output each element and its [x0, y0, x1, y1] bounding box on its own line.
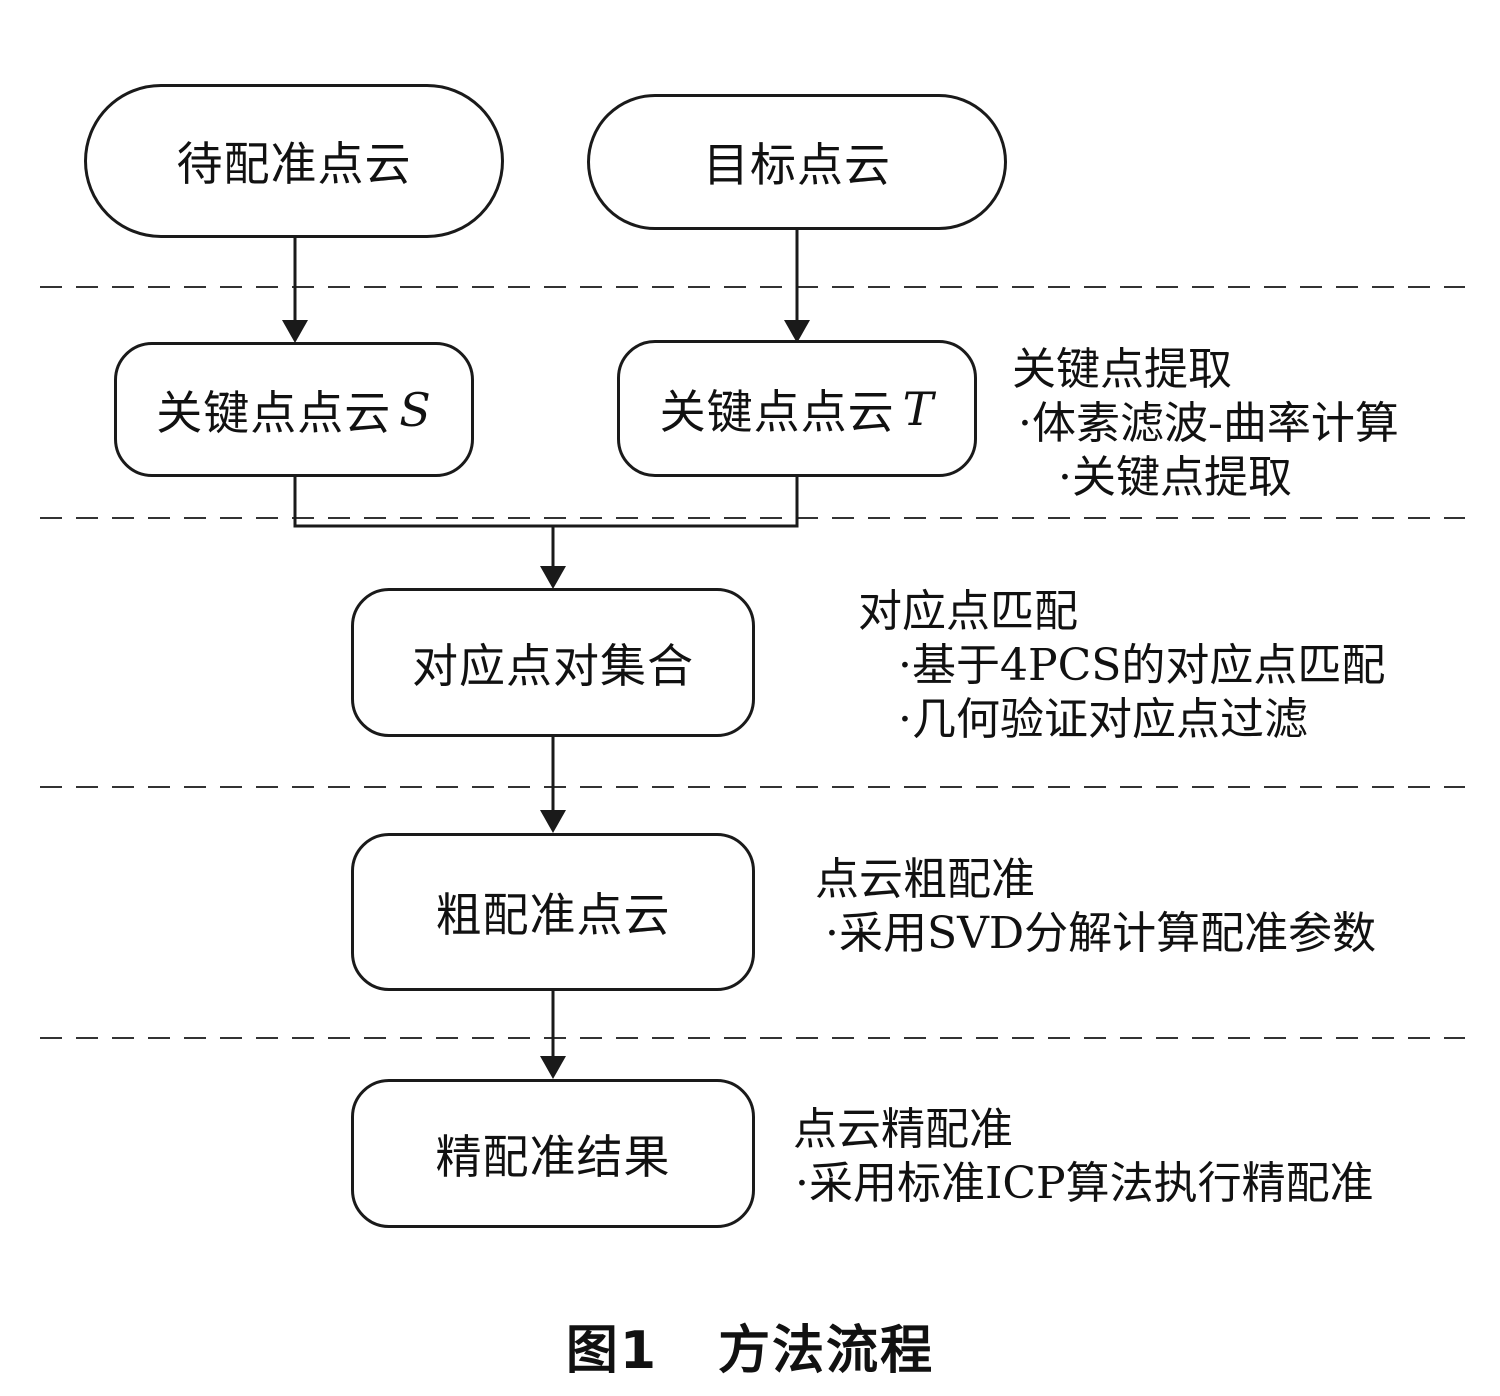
keypoints-s-node: 关键点点云 S	[114, 342, 474, 477]
arrowhead-coarse	[540, 810, 566, 833]
figure-title: 方法流程	[718, 1321, 935, 1381]
merge-connector	[293, 476, 799, 528]
arrowhead-correspondence	[540, 566, 566, 589]
correspondence-matching-note: 对应点匹配 ·基于4PCS的对应点匹配 ·几何验证对应点过滤	[858, 590, 1385, 742]
coarse-registration-note: 点云粗配准 ·采用SVD分解计算配准参数	[815, 858, 1376, 956]
arrowhead-keypoints-t	[784, 320, 810, 343]
coarse-registration-step-1: ·采用SVD分解计算配准参数	[825, 908, 1377, 959]
keypoints-t-variable: T	[902, 381, 935, 436]
fine-result-label: 精配准结果	[435, 1129, 671, 1184]
figure-number: 图1	[565, 1321, 659, 1381]
keypoint-extraction-title: 关键点提取	[1012, 344, 1232, 395]
keypoints-t-node: 关键点点云 T	[617, 340, 977, 477]
source-cloud-label: 待配准点云	[176, 137, 412, 191]
source-cloud-node: 待配准点云	[84, 84, 504, 238]
coarse-cloud-node: 粗配准点云	[351, 833, 755, 991]
correspondence-set-label: 对应点对集合	[412, 638, 694, 693]
arrowhead-fine	[540, 1056, 566, 1079]
fine-result-node: 精配准结果	[351, 1079, 755, 1228]
coarse-cloud-label: 粗配准点云	[435, 888, 671, 942]
keypoint-extraction-note: 关键点提取 ·体素滤波-曲率计算 ·关键点提取	[1012, 348, 1399, 500]
fine-registration-step-1: ·采用标准ICP算法执行精配准	[795, 1158, 1374, 1209]
keypoint-extraction-step-2: ·关键点提取	[1058, 452, 1292, 503]
correspondence-matching-step-1: ·基于4PCS的对应点匹配	[898, 640, 1386, 691]
target-cloud-node: 目标点云	[587, 94, 1007, 230]
keypoints-s-label: 关键点点云	[156, 385, 392, 440]
keypoints-t-label: 关键点点云	[659, 384, 895, 439]
fine-registration-note: 点云精配准 ·采用标准ICP算法执行精配准	[793, 1108, 1374, 1206]
fine-registration-title: 点云精配准	[793, 1104, 1013, 1155]
keypoint-extraction-step-1: ·体素滤波-曲率计算	[1018, 398, 1399, 449]
correspondence-matching-step-2: ·几何验证对应点过滤	[898, 694, 1308, 745]
correspondence-matching-title: 对应点匹配	[858, 586, 1078, 637]
coarse-registration-title: 点云粗配准	[815, 854, 1035, 905]
figure-caption: 图1 方法流程	[0, 1308, 1500, 1383]
arrowhead-keypoints-s	[282, 320, 308, 343]
correspondence-set-node: 对应点对集合	[351, 588, 755, 737]
keypoints-s-variable: S	[399, 382, 432, 437]
target-cloud-label: 目标点云	[703, 138, 891, 192]
